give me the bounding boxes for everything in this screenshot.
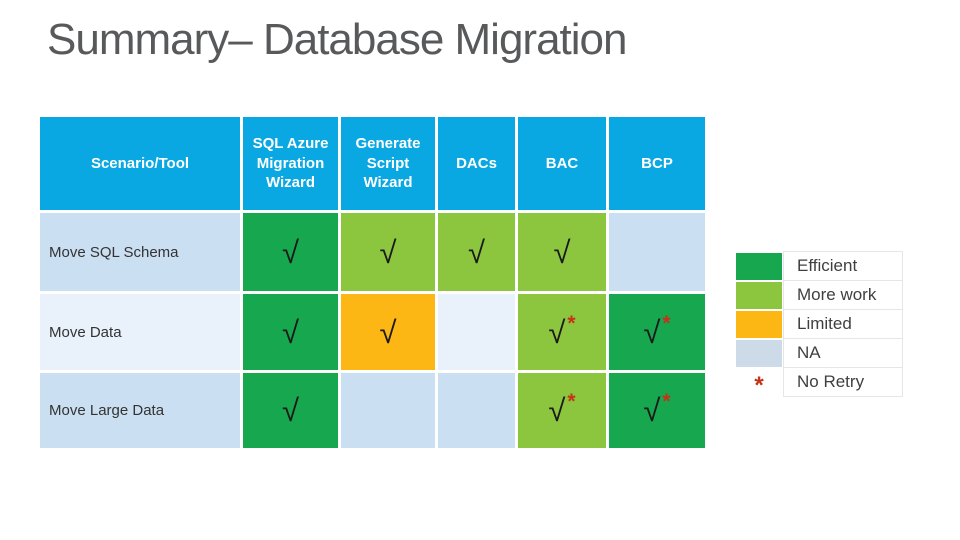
column-header-bcp: BCP	[609, 117, 705, 210]
page-title: Summary– Database Migration	[47, 15, 627, 64]
migration-table: Scenario/Tool SQL Azure Migration Wizard…	[40, 117, 705, 448]
status-cell: √*	[609, 294, 705, 370]
legend-swatch-efficient	[736, 253, 782, 280]
legend-swatch-na	[736, 340, 782, 367]
column-header-generate-script-wizard: Generate Script Wizard	[341, 117, 435, 210]
check-mark: √	[281, 314, 299, 350]
check-mark: √	[379, 314, 397, 350]
status-cell: √	[341, 294, 435, 370]
no-retry-star: *	[567, 390, 576, 413]
status-cell: √	[243, 294, 338, 370]
check-mark: √	[467, 234, 485, 270]
column-header-bac: BAC	[518, 117, 606, 210]
column-header-dacs: DACs	[438, 117, 515, 210]
legend-swatch-limited	[736, 311, 782, 338]
status-cell: √	[341, 213, 435, 291]
check-mark: √	[548, 314, 566, 350]
legend-label: Limited	[783, 309, 903, 339]
legend-label: NA	[783, 338, 903, 368]
status-cell: √	[243, 213, 338, 291]
legend-label: No Retry	[783, 367, 903, 397]
status-cell-na	[341, 373, 435, 448]
check-mark: √	[379, 234, 397, 270]
status-cell-na	[438, 294, 515, 370]
status-cell: √	[243, 373, 338, 448]
status-cell: √	[438, 213, 515, 291]
column-header-sql-azure-migration-wizard: SQL Azure Migration Wizard	[243, 117, 338, 210]
check-mark: √	[643, 393, 661, 428]
legend: Efficient More work Limited NA * No Retr…	[735, 251, 903, 399]
status-cell: √	[518, 213, 606, 291]
column-header-scenario: Scenario/Tool	[40, 117, 240, 210]
check-mark: √	[643, 314, 661, 350]
check-mark: √	[281, 393, 299, 428]
legend-swatch-more-work	[736, 282, 782, 309]
legend-label: Efficient	[783, 251, 903, 281]
row-label-move-large-data: Move Large Data	[40, 373, 240, 448]
check-mark: √	[553, 234, 571, 270]
row-label-move-data: Move Data	[40, 294, 240, 370]
status-cell: √*	[609, 373, 705, 448]
legend-no-retry-star: *	[754, 371, 764, 399]
status-cell: √*	[518, 373, 606, 448]
no-retry-star: *	[567, 311, 576, 335]
legend-label: More work	[783, 280, 903, 310]
status-cell-na	[609, 213, 705, 291]
status-cell: √*	[518, 294, 606, 370]
check-mark: √	[548, 393, 566, 428]
check-mark: √	[281, 234, 299, 270]
no-retry-star: *	[662, 390, 671, 413]
status-cell-na	[438, 373, 515, 448]
row-label-move-sql-schema: Move SQL Schema	[40, 213, 240, 291]
no-retry-star: *	[662, 311, 671, 335]
